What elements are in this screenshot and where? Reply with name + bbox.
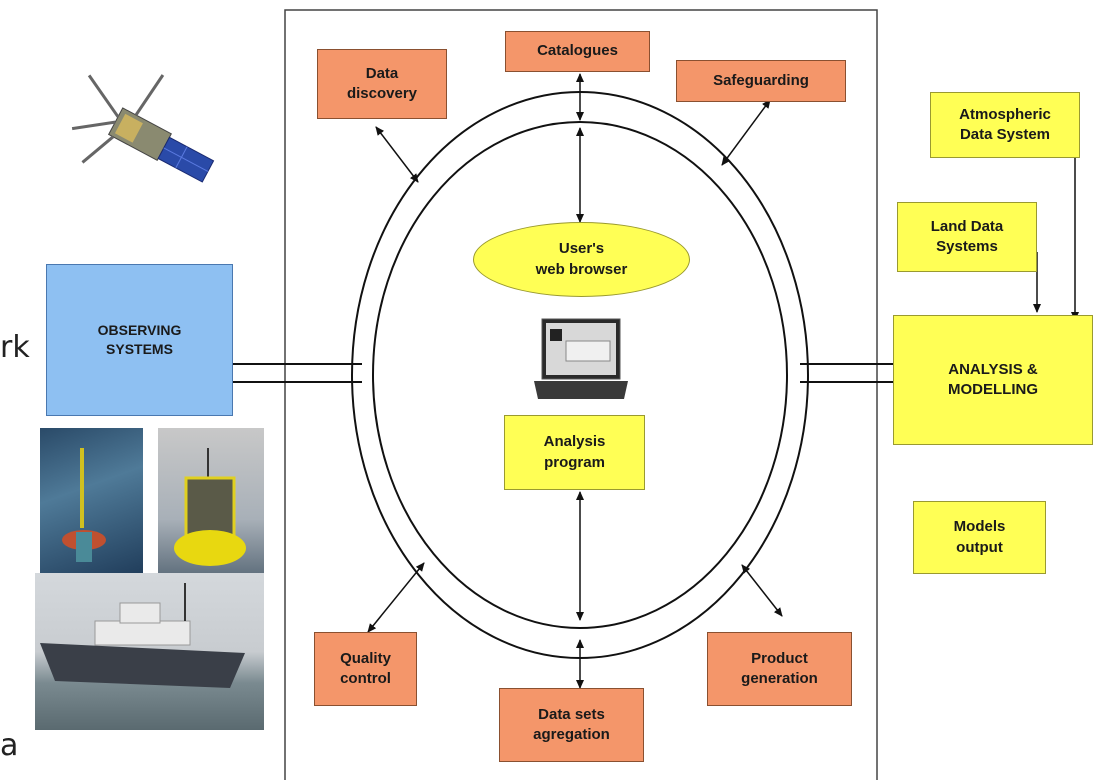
atmospheric-data-system-box: Atmospheric Data System xyxy=(930,92,1080,158)
observing-systems-box: OBSERVING SYSTEMS xyxy=(46,264,233,416)
buoy-photo xyxy=(40,428,143,580)
safeguarding-box: Safeguarding xyxy=(676,60,846,102)
arrow-safeguarding xyxy=(721,99,771,166)
cropped-text-fragment: rk xyxy=(0,330,30,365)
data-sets-agregation-box: Data sets agregation xyxy=(499,688,644,762)
arrow-discovery xyxy=(375,126,419,183)
product-generation-box: Product generation xyxy=(707,632,852,706)
users-web-browser-ellipse: User's web browser xyxy=(473,222,690,297)
analysis-program-box: Analysis program xyxy=(504,415,645,490)
models-output-box: Models output xyxy=(913,501,1046,574)
cropped-text-fragment: a xyxy=(0,728,19,763)
laptop-icon xyxy=(532,315,632,407)
central-panel xyxy=(284,9,878,780)
land-data-systems-box: Land Data Systems xyxy=(897,202,1037,272)
inner-ring xyxy=(372,121,788,629)
satellite-icon xyxy=(58,55,233,205)
yellow-buoy-photo xyxy=(158,428,264,580)
analysis-modelling-box: ANALYSIS & MODELLING xyxy=(893,315,1093,445)
catalogues-box: Catalogues xyxy=(505,31,650,72)
research-vessel-photo xyxy=(35,573,264,730)
arrow-quality xyxy=(367,562,425,633)
data-discovery-box: Data discovery xyxy=(317,49,447,119)
quality-control-box: Quality control xyxy=(314,632,417,706)
arrow-product xyxy=(741,564,783,617)
